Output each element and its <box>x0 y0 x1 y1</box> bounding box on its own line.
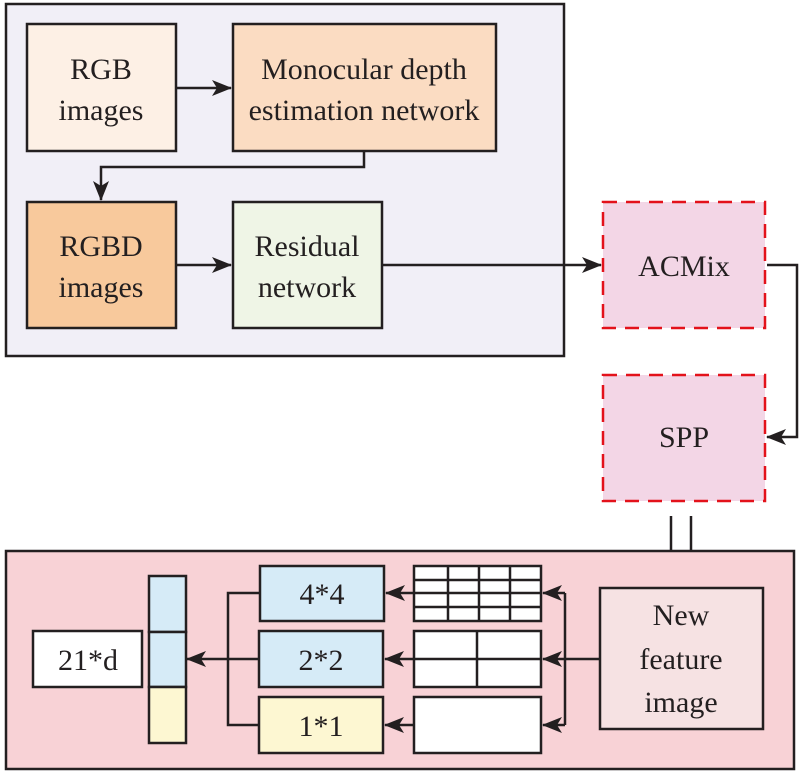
pool-grid-2x2 <box>412 629 543 689</box>
pool-box-1x1[interactable]: 1*1 <box>257 695 385 755</box>
arrow-acmix-to-spp <box>766 263 799 445</box>
monocular-label-line2: estimation network <box>249 94 480 127</box>
new-feature-image-box[interactable]: New feature image <box>598 586 765 731</box>
rgb-images-label-line2: images <box>59 94 144 127</box>
residual-label-line2: network <box>258 271 356 304</box>
pool-box-2x2[interactable]: 2*2 <box>257 629 385 689</box>
rgbd-images-box[interactable]: RGBD images <box>25 200 178 330</box>
monocular-depth-box[interactable]: Monocular depth estimation network <box>231 22 498 153</box>
spp-label: SPP <box>659 421 709 454</box>
pool-grid-1x1 <box>412 695 543 755</box>
monocular-label-line1: Monocular depth <box>261 53 467 86</box>
output-label: 21*d <box>58 644 118 677</box>
concat-vector <box>147 574 188 745</box>
rgb-images-label-line1: RGB <box>70 53 132 86</box>
rgbd-images-label-line1: RGBD <box>59 230 142 263</box>
new-feature-label-line3: image <box>644 686 717 719</box>
pool-box-4x4[interactable]: 4*4 <box>258 564 386 623</box>
pool-grid-4x4 <box>412 564 543 623</box>
arrow-monocular-to-rgbd <box>93 151 366 201</box>
rgbd-images-label-line2: images <box>59 271 144 304</box>
output-21xd-box[interactable]: 21*d <box>31 629 144 689</box>
acmix-box[interactable]: ACMix <box>601 200 767 330</box>
residual-label-line1: Residual <box>255 230 360 263</box>
pool-label-4x4: 4*4 <box>300 578 345 611</box>
new-feature-label-line1: New <box>653 599 710 632</box>
pool-label-1x1: 1*1 <box>299 710 344 743</box>
pool-label-2x2: 2*2 <box>299 644 344 677</box>
acmix-label: ACMix <box>638 250 730 283</box>
spp-box[interactable]: SPP <box>601 373 767 503</box>
rgb-images-box[interactable]: RGB images <box>25 22 178 153</box>
new-feature-label-line2: feature <box>639 643 722 676</box>
residual-network-box[interactable]: Residual network <box>231 200 384 330</box>
